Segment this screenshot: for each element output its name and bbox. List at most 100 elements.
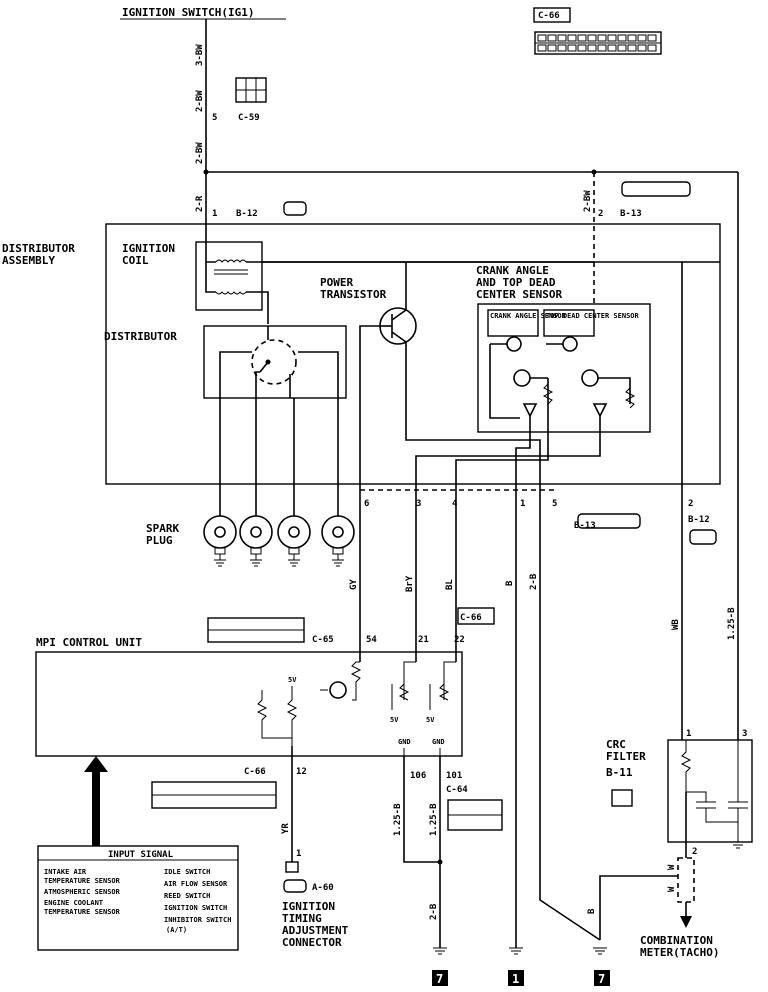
c66-pin (617, 44, 627, 52)
ground-symbol-3 (593, 947, 607, 955)
svg-text:2: 2 (692, 847, 697, 857)
svg-text:3-BW: 3-BW (195, 44, 205, 66)
c66-top-label: C-66 (538, 11, 560, 21)
svg-text:5V: 5V (426, 716, 435, 724)
svg-text:22: 22 (454, 635, 465, 645)
svg-text:YR: YR (281, 823, 291, 834)
svg-text:FILTER: FILTER (606, 750, 646, 763)
ignition-coil (195, 241, 263, 311)
svg-text:12: 12 (296, 767, 307, 777)
svg-text:INHIBITOR SWITCH: INHIBITOR SWITCH (164, 916, 231, 924)
c66-mid-label: C-66 (460, 613, 482, 623)
c66-pin (577, 34, 587, 42)
svg-text:BL: BL (445, 579, 455, 590)
svg-text:IGNITION SWITCH: IGNITION SWITCH (164, 904, 227, 912)
svg-text:5V: 5V (288, 676, 297, 684)
c65-label: C-65 (312, 635, 334, 645)
c66-bottom-label: C-66 (244, 767, 266, 777)
svg-text:5: 5 (212, 113, 217, 123)
b12-top-label: B-12 (236, 209, 258, 219)
ground-symbol-2 (509, 947, 523, 955)
svg-text:IGNITION: IGNITION (122, 242, 175, 255)
svg-text:1.25-B: 1.25-B (727, 607, 737, 640)
mpi-control-unit (35, 651, 463, 757)
svg-text:1: 1 (520, 499, 525, 509)
svg-text:METER(TACHO): METER(TACHO) (640, 946, 719, 959)
svg-text:6: 6 (364, 499, 369, 509)
b12-top-connector (283, 201, 307, 216)
b12-mid-connector (689, 529, 717, 545)
svg-text:BrY: BrY (405, 575, 415, 592)
c66-pin (547, 34, 557, 42)
b13-top-label: B-13 (620, 209, 642, 219)
input-signal-arrow (84, 756, 108, 846)
c64-label: C-64 (446, 785, 468, 795)
c66-pin (587, 44, 597, 52)
c66-pin (537, 44, 547, 52)
c66-pin (637, 34, 647, 42)
svg-text:DISTRIBUTOR: DISTRIBUTOR (2, 242, 75, 255)
svg-text:2: 2 (598, 209, 603, 219)
svg-text:101: 101 (446, 771, 462, 781)
c66-pin (577, 44, 587, 52)
svg-text:COIL: COIL (122, 254, 149, 267)
c66-pin (597, 44, 607, 52)
b11-label: B-11 (606, 766, 633, 779)
svg-text:2-BW: 2-BW (195, 142, 205, 164)
c59-label: C-59 (238, 113, 260, 123)
svg-text:TRANSISTOR: TRANSISTOR (320, 288, 387, 301)
svg-text:3: 3 (742, 729, 747, 739)
combination-meter-label: COMBINATION (640, 934, 713, 947)
svg-text:POWER: POWER (320, 276, 353, 289)
svg-text:IDLE SWITCH: IDLE SWITCH (164, 868, 210, 876)
spark-plug-3 (277, 398, 311, 567)
a60-label: A-60 (312, 883, 334, 893)
b11-connector (611, 789, 633, 807)
c66-pin (607, 44, 617, 52)
svg-text:IGNITION: IGNITION (282, 900, 335, 913)
svg-text:AND TOP DEAD: AND TOP DEAD (476, 276, 556, 289)
b13-mid-connector (577, 513, 641, 529)
c66-pin (537, 34, 547, 42)
svg-text:DISTRIBUTOR: DISTRIBUTOR (104, 330, 177, 343)
c66-pin (597, 34, 607, 42)
svg-text:CENTER SENSOR: CENTER SENSOR (476, 288, 562, 301)
b13-top-connector (621, 181, 691, 197)
spark-plug-4 (321, 398, 355, 567)
c66-pin (567, 44, 577, 52)
crc-filter (667, 739, 753, 843)
svg-text:5: 5 (552, 499, 557, 509)
ground-symbol-1 (433, 947, 447, 955)
c66-pin (587, 34, 597, 42)
c66-pin (627, 44, 637, 52)
ground-7b: 7 (598, 972, 605, 986)
ground-1: 1 (512, 972, 519, 986)
c66-pin (647, 44, 657, 52)
input-signal-box (37, 845, 239, 951)
svg-text:B: B (505, 580, 515, 586)
spark-plug-1 (203, 398, 237, 567)
svg-text:3: 3 (416, 499, 421, 509)
svg-text:(A/T): (A/T) (166, 926, 187, 934)
svg-text:SPARK: SPARK (146, 522, 179, 535)
svg-text:2-B: 2-B (529, 573, 539, 590)
c66-pin (637, 44, 647, 52)
svg-text:INTAKE AIR: INTAKE AIR (44, 868, 87, 876)
svg-text:5V: 5V (390, 716, 399, 724)
distributor-assembly-box (105, 223, 721, 485)
svg-text:54: 54 (366, 635, 377, 645)
svg-text:1: 1 (296, 849, 301, 859)
svg-text:CRANK ANGLE: CRANK ANGLE (476, 264, 549, 277)
svg-text:106: 106 (410, 771, 426, 781)
svg-text:2-BW: 2-BW (195, 90, 205, 112)
svg-text:GND: GND (398, 738, 411, 746)
crank-angle-tdc-sensor (477, 303, 651, 433)
b13-mid-label: B-13 (574, 521, 596, 531)
ecu-label: MPI CONTROL UNIT (36, 636, 142, 649)
svg-text:1.25-B: 1.25-B (393, 803, 403, 836)
crank-angle-small-label: CRANK ANGLE SENSOR (490, 312, 567, 320)
svg-text:4: 4 (452, 499, 458, 509)
svg-text:2-R: 2-R (195, 195, 205, 212)
c66-pin (547, 44, 557, 52)
